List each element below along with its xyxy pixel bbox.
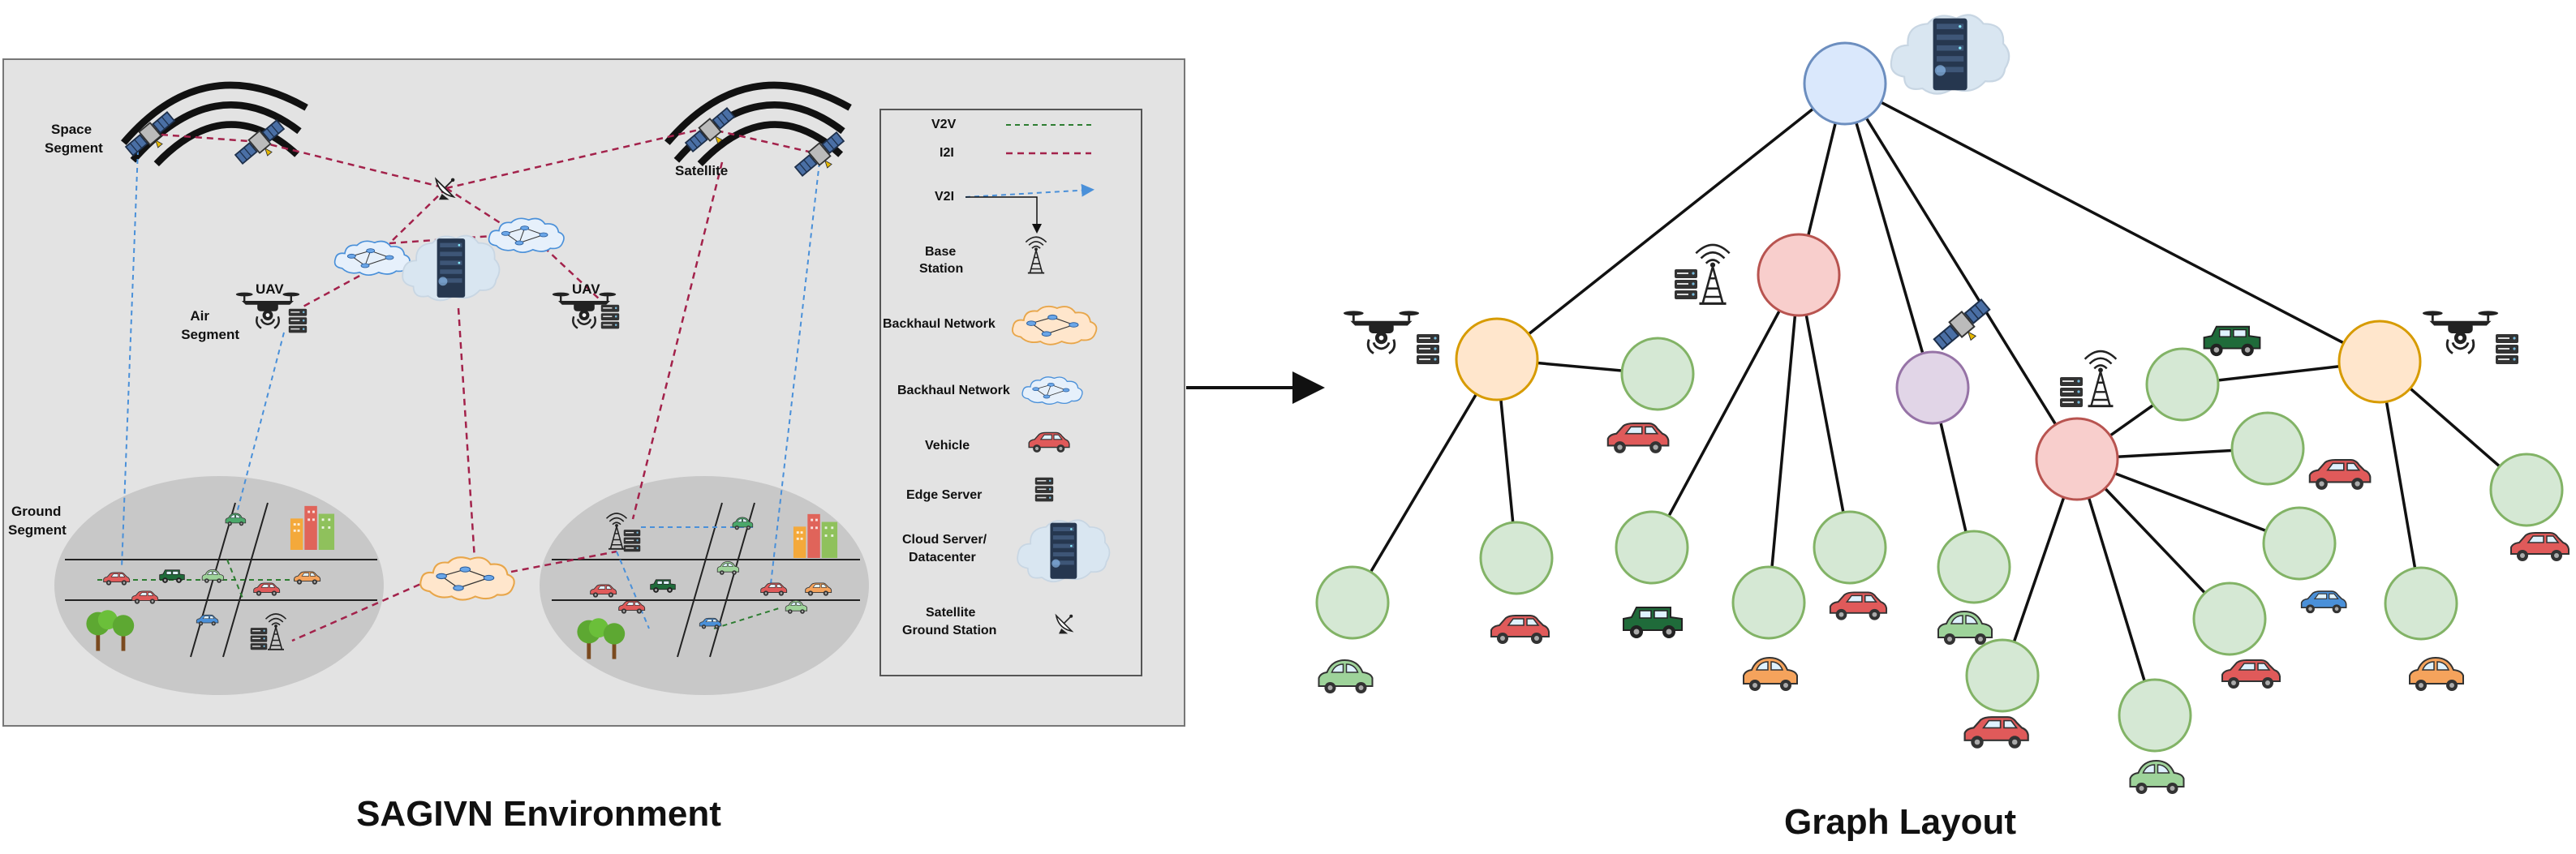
ground-region-left — [54, 476, 384, 695]
server-icon — [1034, 477, 1054, 502]
car-icon — [2308, 459, 2372, 491]
vehicle-node — [2384, 566, 2458, 641]
legend-box — [879, 109, 1142, 676]
server-icon — [2060, 377, 2083, 407]
vehicle-node — [1965, 638, 2040, 713]
vehicle-node — [1937, 530, 2011, 604]
server-icon — [600, 304, 620, 329]
v2i-links — [121, 149, 820, 629]
uav-node — [2337, 320, 2422, 404]
vehicle-node — [1615, 510, 1689, 585]
server-icon — [250, 628, 268, 650]
car-icon — [1490, 615, 1550, 645]
uav-icon — [2422, 309, 2499, 355]
legend-v2v-label: V2V — [931, 118, 957, 131]
car-icon — [2221, 659, 2281, 689]
vehicle-node — [2192, 581, 2267, 656]
server-icon — [288, 308, 307, 333]
space-segment-label-2: Segment — [45, 140, 103, 156]
air-segment-label-2: Segment — [181, 327, 239, 342]
uav-icon — [1343, 309, 1420, 355]
vehicle-node — [2262, 506, 2337, 581]
graph-layout — [1315, 14, 2570, 796]
legend-cloud-label-1: Cloud Server/ — [902, 533, 987, 547]
legend-vehicle-label: Vehicle — [925, 439, 970, 453]
graph-nodes — [1315, 41, 2564, 753]
vehicle-node — [2118, 678, 2192, 753]
vehicle-node — [2230, 411, 2305, 486]
uav-node — [1455, 317, 1539, 401]
vehicle-node — [2145, 347, 2220, 422]
right-caption: Graph Layout — [1784, 802, 2016, 842]
car-icon — [1742, 656, 1799, 693]
server-icon — [623, 530, 641, 552]
legend-v2i-arrow — [965, 196, 1042, 234]
satellite-node — [1895, 350, 1970, 425]
car-icon — [1318, 659, 1374, 695]
vehicle-node — [1731, 565, 1806, 640]
vehicle-node — [1813, 510, 1887, 585]
car-icon — [1829, 591, 1888, 621]
legend-sat-gs-label-1: Satellite — [926, 606, 975, 620]
legend-sat-gs-label-2: Ground Station — [902, 624, 996, 637]
v2v-links — [97, 559, 780, 629]
vehicle-node — [1479, 521, 1554, 595]
legend-base-station-label-2: Station — [919, 262, 963, 276]
uav-right-label: UAV — [572, 281, 600, 297]
legend-i2i-label: I2I — [940, 146, 954, 160]
car-icon — [1606, 423, 1670, 454]
car-icon — [2129, 759, 2185, 796]
ground-segment-label-2: Segment — [8, 522, 67, 538]
legend-edge-server-label: Edge Server — [906, 488, 982, 502]
legend-v2i-label: V2I — [935, 190, 954, 204]
root-node — [1803, 41, 1887, 126]
server-icon — [1417, 334, 1439, 364]
base-station-node — [1757, 233, 1841, 317]
car-icon — [2409, 657, 2464, 692]
uav-left-label: UAV — [256, 281, 284, 297]
vehicle-node — [1315, 565, 1390, 640]
space-segment-label-1: Space — [51, 122, 92, 137]
car-icon — [1963, 716, 2029, 749]
sagivn-environment-panel: Space Segment Satellite UAV UAV Air Segm… — [2, 58, 1185, 727]
ground-segment-label-1: Ground — [11, 504, 61, 519]
server-icon — [1675, 269, 1697, 299]
cloud-icon — [1890, 14, 2010, 95]
legend: V2V I2I V2I Base Station Backhaul Networ… — [879, 109, 1142, 676]
legend-base-station-label-1: Base — [925, 245, 956, 259]
left-caption: SAGIVN Environment — [356, 794, 721, 834]
car-icon — [1937, 610, 1993, 646]
base-station-icon — [2083, 350, 2118, 408]
satellite-label: Satellite — [675, 163, 728, 178]
base-station-node — [2035, 417, 2119, 501]
base-station-icon — [1694, 243, 1731, 305]
satellite-icon — [1931, 296, 1994, 357]
legend-v2i-blue-line — [965, 183, 1094, 198]
car-icon — [2300, 590, 2347, 615]
legend-backhaul-1-label: Backhaul Network — [883, 317, 996, 331]
vehicle-node — [2489, 453, 2564, 527]
vehicle-node — [1620, 337, 1695, 411]
legend-backhaul-2-label: Backhaul Network — [897, 384, 1010, 397]
legend-cloud-label-2: Datacenter — [909, 551, 976, 564]
server-icon — [2496, 334, 2518, 364]
air-segment-label-1: Air — [190, 308, 209, 324]
car-icon — [2509, 531, 2570, 563]
car-icon — [1623, 607, 1683, 639]
car-icon — [2203, 325, 2261, 358]
